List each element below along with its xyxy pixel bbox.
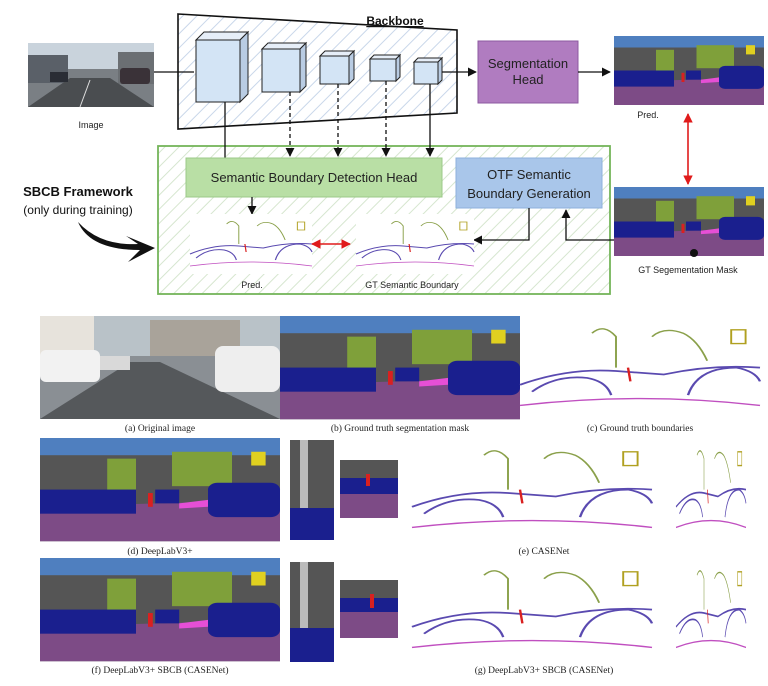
sbcb-zoom-1	[290, 562, 334, 662]
otf-label-2: Boundary Generation	[467, 186, 591, 201]
segmentation-head-box	[477, 40, 579, 104]
casenet-result	[410, 436, 654, 543]
sbcb-title: SBCB Framework	[23, 184, 134, 199]
otf-to-gtboundary-arrow	[473, 208, 530, 245]
feature-map-5	[412, 56, 444, 86]
pred-label-left: Pred.	[241, 280, 263, 290]
caption-b: (b) Ground truth segmentation mask	[331, 423, 470, 434]
prediction-segmentation-image	[614, 36, 764, 105]
sbcb-casenet-zoom	[675, 557, 747, 663]
segmentation-head-label-2: Head	[512, 72, 543, 87]
gt-segmentation-mask-large	[280, 316, 520, 420]
boundary-prediction-image	[189, 213, 313, 275]
caption-g: (g) DeepLabV3+ SBCB (CASENet)	[475, 665, 614, 676]
image-label: Image	[78, 120, 103, 130]
deeplabv3-zoom-2	[340, 460, 398, 518]
backbone-title: Backbone	[366, 14, 424, 28]
otf-label: OTF Semantic	[487, 167, 571, 182]
deeplabv3-sbcb-result	[40, 558, 280, 662]
segmentation-head-label: Segmentation	[488, 56, 568, 71]
feature-map-1	[194, 30, 250, 104]
deeplabv3-result	[40, 438, 280, 542]
gt-mask-label: GT Segementation Mask	[638, 265, 738, 275]
gt-boundaries-large	[518, 314, 762, 421]
feature-map-3	[318, 49, 356, 86]
sbd-head-box	[185, 157, 443, 198]
caption-e: (e) CASENet	[519, 546, 570, 557]
caption-f: (f) DeepLabV3+ SBCB (CASENet)	[91, 665, 228, 676]
feature-map-4	[368, 53, 402, 83]
sbcb-casenet-result	[410, 556, 654, 663]
input-image	[28, 43, 154, 108]
caption-a: (a) Original image	[125, 423, 195, 434]
gt-boundary-label: GT Semantic Boundary	[365, 280, 459, 290]
deeplabv3-zoom-1	[290, 440, 334, 540]
gt-boundary-image	[355, 213, 475, 275]
otf-box	[455, 157, 603, 209]
gt-segmentation-mask-image	[614, 187, 764, 256]
sbcb-zoom-2	[340, 580, 398, 638]
sbd-head-label: Semantic Boundary Detection Head	[211, 170, 418, 185]
feature-map-2	[260, 41, 308, 94]
curved-pointer-arrow	[78, 222, 155, 262]
casenet-zoom	[675, 437, 747, 543]
pred-label-right: Pred.	[637, 110, 659, 120]
caption-c: (c) Ground truth boundaries	[587, 423, 694, 434]
sbcb-subtitle: (only during training)	[23, 203, 132, 217]
original-image	[40, 316, 280, 419]
caption-d: (d) DeepLabV3+	[127, 546, 192, 557]
gtmask-to-otf-arrow	[561, 209, 614, 241]
